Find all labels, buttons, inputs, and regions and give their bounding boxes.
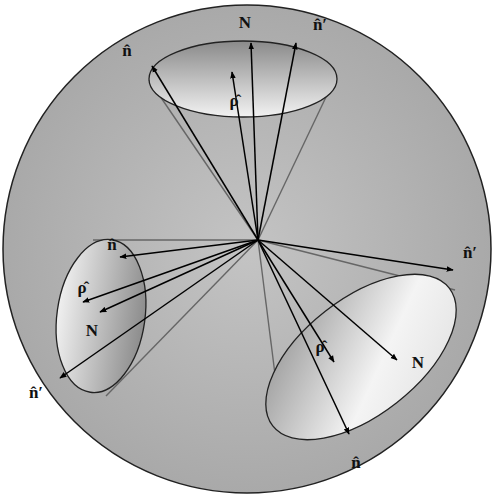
vector-label: N <box>86 322 98 339</box>
vector-label: N <box>412 354 424 371</box>
vector-label: n̂′ <box>463 244 477 261</box>
vector-label: n̂′ <box>313 16 327 33</box>
vector-label: n̂ <box>122 42 131 59</box>
cone-cap <box>237 242 485 471</box>
cone-cap <box>149 41 337 117</box>
vector-label: n̂ <box>351 454 360 471</box>
vector-label: ρ̂ <box>77 279 86 296</box>
vector-label: n̂′ <box>29 384 43 401</box>
vector-label: ρ̂ <box>229 92 238 109</box>
vector-label: N <box>239 14 251 31</box>
unit-vectors <box>60 43 453 434</box>
vector-label: ρ̂ <box>315 338 324 355</box>
cone-cap <box>47 234 156 399</box>
sphere <box>3 5 491 493</box>
vector-label: n̂ <box>107 236 116 253</box>
